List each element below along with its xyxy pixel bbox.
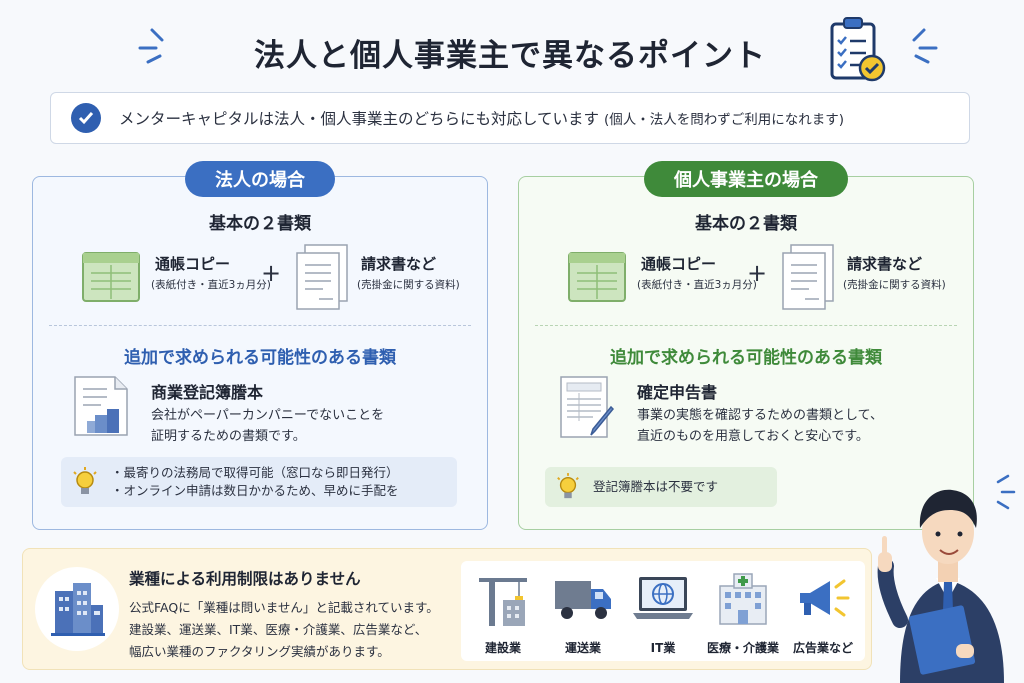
megaphone-icon [783, 569, 863, 629]
tip-line1: ・最寄りの法務局で取得可能（窓口なら即日発行） [111, 465, 399, 480]
divider [49, 325, 471, 326]
truck-icon [543, 569, 623, 629]
clipboard-check-icon [830, 17, 886, 82]
tax-return-title: 確定申告書 [637, 383, 718, 402]
registry-desc: 会社がペーパーカンパニーでないことを 証明するための書類です。 [151, 405, 384, 447]
sole-proprietor-panel: 個人事業主の場合 基本の２書類 通帳コピー (表紙付き・直近3ヵ月分) + 請求… [518, 161, 974, 530]
plus-sign: + [747, 259, 768, 287]
doc-passbook-sub: (表紙付き・直近3ヵ月分) [637, 279, 757, 291]
industry-label: IT業 [650, 641, 676, 655]
passbook-icon [82, 252, 140, 302]
industry-construction: 建設業 [463, 569, 543, 656]
notice-main: メンターキャピタルは法人・個人事業主のどちらにも対応しています [119, 110, 600, 128]
industry-line2: 建設業、運送業、IT業、医療・介護業、広告業など、 [129, 622, 428, 637]
basic-docs-title: 基本の２書類 [209, 214, 311, 234]
industry-line1: 公式FAQに「業種は問いません」と記載されています。 [129, 600, 439, 615]
industry-icons: 建設業 運送業 [461, 561, 865, 661]
doc-invoice-sub: (売掛金に関する資料) [843, 279, 946, 291]
doc-passbook-sub: (表紙付き・直近3ヵ月分) [151, 279, 271, 291]
notice-banner: メンターキャピタルは法人・個人事業主のどちらにも対応しています (個人・法人を問… [50, 92, 970, 144]
doc-passbook-label: 通帳コピー [155, 255, 231, 273]
corporation-tip: ・最寄りの法務局で取得可能（窓口なら即日発行） ・オンライン申請は数日かかるため… [61, 457, 457, 507]
sole-proprietor-pill: 個人事業主の場合 [644, 161, 848, 197]
additional-docs-title: 追加で求められる可能性のある書類 [610, 348, 882, 368]
businessman-illustration [877, 474, 1016, 683]
page-title: 法人と個人事業主で異なるポイント [254, 38, 766, 74]
doc-invoice-label: 請求書など [847, 255, 923, 273]
industry-title: 業種による利用制限はありません [129, 570, 361, 588]
doc-passbook-label: 通帳コピー [641, 255, 717, 273]
industry-medical: 医療・介護業 [703, 569, 783, 656]
tip-line2: ・オンライン申請は数日かかるため、早めに手配を [111, 483, 399, 498]
basic-docs-row: 通帳コピー (表紙付き・直近3ヵ月分) + 請求書など (売掛金に関する資料) [33, 243, 487, 313]
invoice-icon [296, 244, 348, 310]
industry-advertising: 広告業など [783, 569, 863, 656]
basic-docs-title: 基本の２書類 [695, 214, 797, 234]
additional-docs-title: 追加で求められる可能性のある書類 [124, 348, 396, 368]
industry-label: 広告業など [792, 641, 853, 655]
header: 法人と個人事業主で異なるポイント [0, 14, 1024, 86]
invoice-icon [782, 244, 834, 310]
sparkle-left-icon [138, 28, 164, 64]
registry-title: 商業登記簿謄本 [151, 383, 264, 402]
check-circle-icon [71, 103, 101, 133]
industry-label: 医療・介護業 [706, 641, 779, 655]
doc-invoice-label: 請求書など [361, 255, 437, 273]
tax-return-desc-line1: 事業の実態を確認するための書類として、 [637, 408, 883, 423]
tip-lines: ・最寄りの法務局で取得可能（窓口なら即日発行） ・オンライン申請は数日かかるため… [111, 464, 399, 500]
hospital-icon [703, 569, 783, 629]
industry-transport: 運送業 [543, 569, 623, 656]
laptop-globe-icon [623, 569, 703, 629]
industry-label: 建設業 [484, 641, 521, 655]
sole-proprietor-tip: 登記簿謄本は不要です [545, 467, 777, 507]
industry-it: IT業 [623, 569, 703, 656]
buildings-icon [35, 567, 119, 651]
sparkle-right-icon [912, 28, 938, 64]
registry-desc-line2: 証明するための書類です。 [151, 429, 306, 444]
tip-line1: 登記簿謄本は不要です [593, 479, 719, 494]
basic-docs-row: 通帳コピー (表紙付き・直近3ヵ月分) + 請求書など (売掛金に関する資料) [519, 243, 973, 313]
registry-desc-line1: 会社がペーパーカンパニーでないことを [151, 408, 385, 423]
corporation-pill: 法人の場合 [185, 161, 335, 197]
divider [535, 325, 957, 326]
corporation-panel: 法人の場合 基本の２書類 通帳コピー (表紙付き・直近3ヵ月分) + 請求書など… [32, 161, 488, 530]
crane-icon [463, 569, 543, 629]
tax-return-icon [560, 376, 615, 438]
notice-paren: (個人・法人を問わずご利用になれます) [603, 112, 845, 128]
tax-return-desc-line2: 直近のものを用意しておくと安心です。 [637, 429, 869, 444]
plus-sign: + [261, 259, 282, 287]
industry-label: 運送業 [564, 641, 601, 655]
lightbulb-icon [73, 467, 97, 494]
lightbulb-icon [557, 473, 579, 499]
doc-invoice-sub: (売掛金に関する資料) [357, 279, 460, 291]
notice-text: メンターキャピタルは法人・個人事業主のどちらにも対応しています (個人・法人を問… [119, 107, 844, 129]
industry-section: 業種による利用制限はありません 公式FAQに「業種は問いません」と記載されていま… [22, 548, 872, 670]
passbook-icon [568, 252, 626, 302]
tax-return-desc: 事業の実態を確認するための書類として、 直近のものを用意しておくと安心です。 [637, 405, 883, 447]
industry-line3: 幅広い業種のファクタリング実績があります。 [129, 644, 390, 659]
registry-doc-icon [74, 376, 128, 436]
